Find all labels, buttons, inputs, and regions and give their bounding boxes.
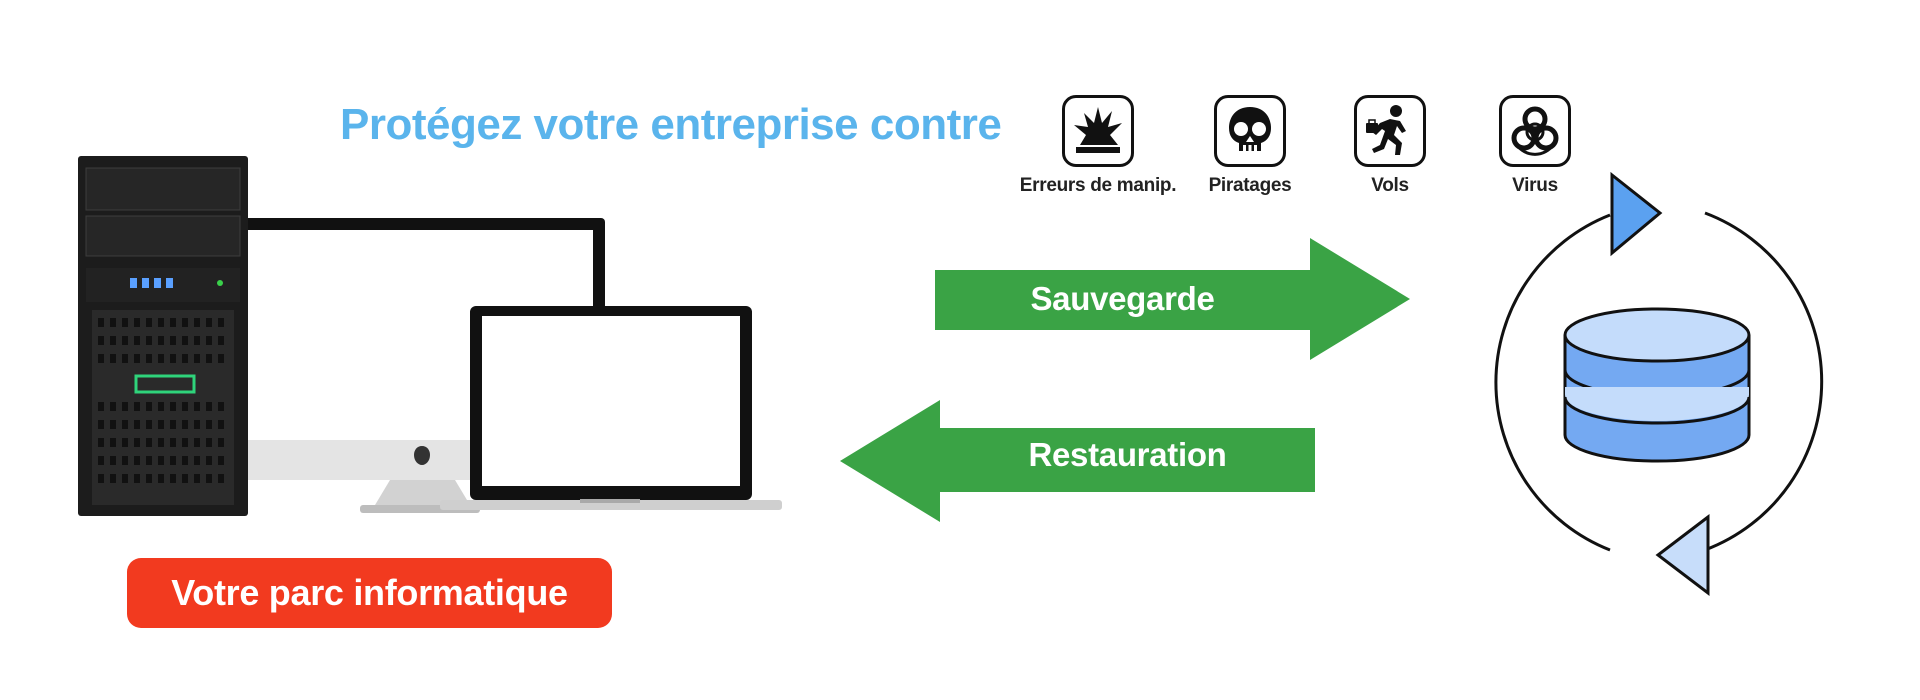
database-sync-diagram — [1494, 171, 1824, 597]
restore-arrow — [840, 400, 1315, 522]
threat-label: Vols — [1371, 175, 1409, 196]
restore-label: Restauration — [1028, 436, 1227, 473]
threat-theft: Vols — [1310, 95, 1470, 197]
threat-label: Piratages — [1208, 175, 1292, 196]
threat-label: Erreurs de manip. — [1019, 175, 1177, 196]
equipment-label-pill: Votre parc informatique — [127, 558, 612, 628]
server-tower — [78, 156, 248, 516]
laptop — [440, 306, 782, 510]
backup-label: Sauvegarde — [1030, 280, 1215, 317]
skull-icon — [1214, 95, 1286, 167]
database-icon — [1563, 307, 1751, 463]
threat-label: Virus — [1512, 175, 1558, 196]
sync-cycle — [1494, 171, 1824, 597]
headline: Protégez votre entreprise contre — [340, 100, 1002, 149]
thief-running-icon — [1354, 95, 1426, 167]
biohazard-icon — [1499, 95, 1571, 167]
threat-errors: Erreurs de manip. — [1018, 95, 1178, 197]
explosion-icon — [1062, 95, 1134, 167]
equipment-illustration — [78, 156, 782, 516]
threat-hacking: Piratages — [1170, 95, 1330, 197]
threat-virus: Virus — [1455, 95, 1615, 197]
backup-arrow — [935, 238, 1410, 360]
